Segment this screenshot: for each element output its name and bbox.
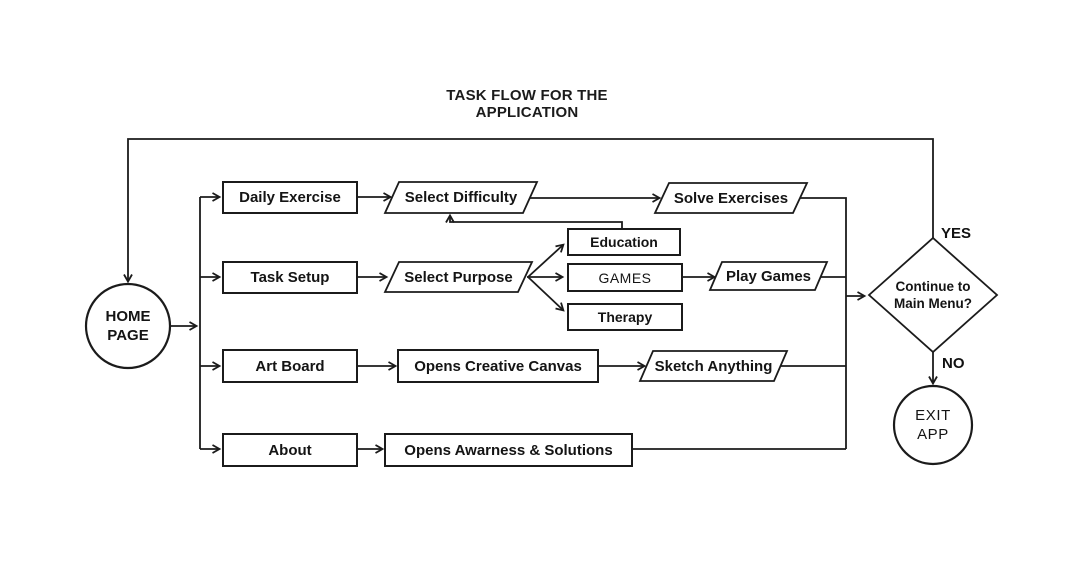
edge-yes-loop-to-home <box>123 138 934 284</box>
solve-exercises-node-shape <box>653 182 809 214</box>
node-layer <box>84 181 999 467</box>
edge-purpose-to-education <box>527 243 565 278</box>
edge-solve-to-collector <box>800 197 847 449</box>
daily-exercise-node-shape <box>222 181 358 214</box>
diagram-title: TASK FLOW FOR THE APPLICATION <box>446 87 608 121</box>
task-setup-node-shape <box>222 261 358 294</box>
sketch-anything-node-shape <box>638 350 789 382</box>
about-node-shape <box>222 433 358 467</box>
education-node-shape <box>567 228 681 256</box>
edge-purpose-to-therapy <box>527 276 565 312</box>
no-edge-label: NO <box>942 355 965 372</box>
creative-canvas-node-shape <box>397 349 599 383</box>
select-difficulty-node-shape <box>383 181 539 214</box>
edge-layer <box>123 138 938 454</box>
art-board-node-shape <box>222 349 358 383</box>
play-games-node-shape <box>708 261 829 291</box>
yes-edge-label: YES <box>941 225 972 242</box>
games-node-shape <box>567 263 683 292</box>
exit-app-node-shape <box>892 384 974 466</box>
home-page-node-shape <box>84 282 172 370</box>
therapy-node-shape <box>567 303 683 331</box>
continue-decision-shape <box>867 236 999 354</box>
edge-education-back-to-select-difficulty <box>445 213 623 229</box>
select-purpose-node-shape <box>383 261 534 293</box>
awareness-node-shape <box>384 433 633 467</box>
